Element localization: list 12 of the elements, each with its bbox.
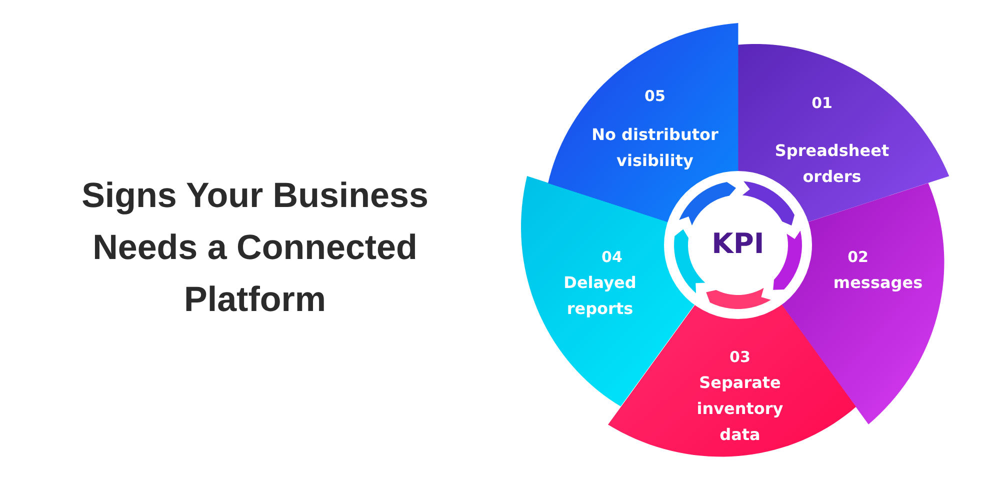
step-text: No distributor visibility [590, 124, 720, 172]
step-text: messages [832, 272, 924, 294]
center-label: KPI [710, 227, 766, 260]
step-text: Separate inventory data [696, 372, 784, 446]
step-number: 02 [846, 248, 870, 266]
step-number: 01 [810, 94, 834, 112]
step-text: Delayed reports [562, 272, 638, 320]
step-text: Spreadsheet orders [774, 140, 890, 188]
step-number: 05 [644, 87, 666, 105]
step-number: 03 [728, 348, 752, 366]
step-number: 04 [600, 248, 624, 266]
title: Signs Your Business Needs a Connected Platform [80, 175, 430, 321]
